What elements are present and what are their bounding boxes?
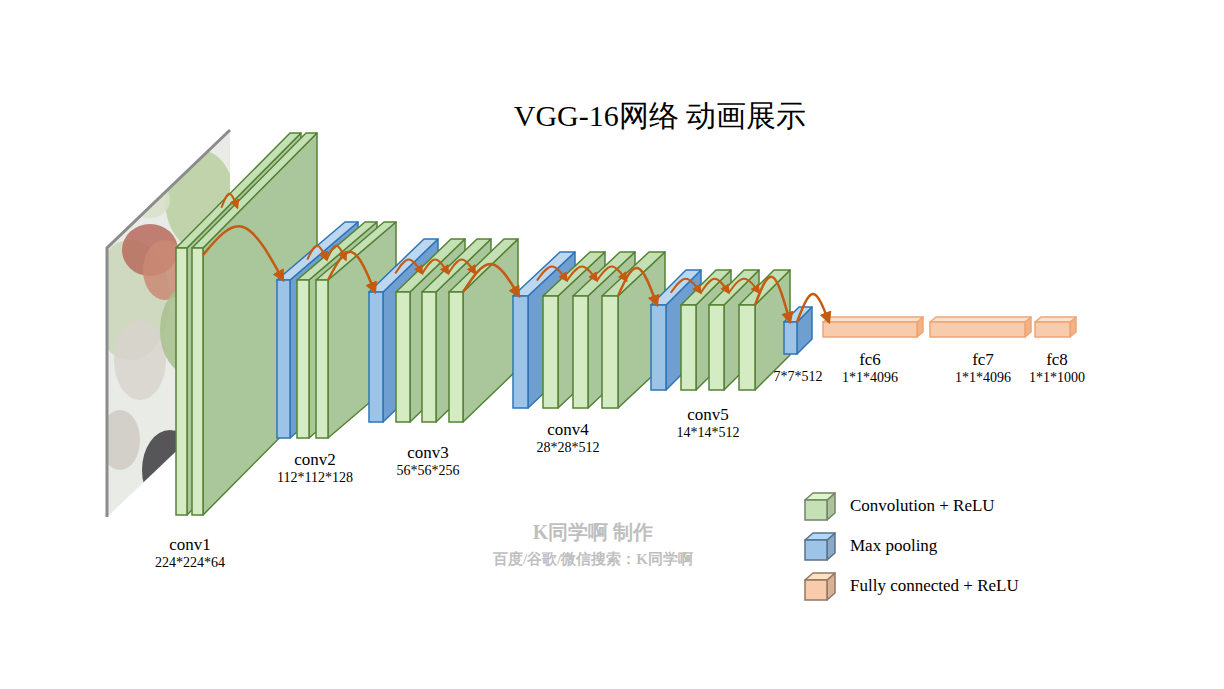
legend-swatch bbox=[802, 490, 838, 522]
fc-layer: fc71*1*4096 bbox=[930, 322, 1025, 337]
layer-slab bbox=[651, 270, 701, 390]
legend-swatch bbox=[802, 570, 838, 602]
legend: Convolution + ReLU Max poolingFully conne… bbox=[802, 486, 1019, 606]
fc-layer: fc81*1*1000 bbox=[1035, 322, 1070, 337]
layer-size: 56*56*256 bbox=[397, 463, 460, 480]
flow-arrow bbox=[463, 264, 519, 296]
fc-layer: fc61*1*4096 bbox=[823, 322, 917, 337]
legend-row: Fully connected + ReLU bbox=[802, 566, 1019, 606]
layer-size: 7*7*512 bbox=[774, 369, 823, 386]
layer-size: 28*28*512 bbox=[537, 440, 600, 457]
layer-name: fc8 bbox=[1029, 350, 1085, 370]
flow-arrow bbox=[797, 294, 829, 322]
layer-caption: conv356*56*256 bbox=[397, 443, 460, 480]
layer-caption: conv428*28*512 bbox=[537, 420, 600, 457]
diagram-title: VGG-16网络 动画展示 bbox=[514, 96, 807, 137]
legend-row: Max pooling bbox=[802, 526, 1019, 566]
layer-stack bbox=[176, 133, 1076, 515]
layer-caption: fc61*1*4096 bbox=[842, 350, 898, 387]
pool-block: 7*7*512 bbox=[784, 322, 797, 354]
flow-arrow bbox=[307, 246, 327, 260]
layer-slab bbox=[602, 252, 665, 408]
flow-arrow bbox=[729, 279, 760, 293]
layer-slab bbox=[805, 533, 835, 560]
layer-caption: conv2112*112*128 bbox=[277, 450, 353, 487]
flow-arrow bbox=[618, 268, 657, 305]
layer-name: conv4 bbox=[537, 420, 600, 440]
layer-slab bbox=[823, 317, 923, 337]
layer-slab bbox=[930, 317, 1031, 337]
layer-size: 224*224*64 bbox=[155, 555, 225, 572]
flow-arrow bbox=[567, 267, 597, 281]
layer-slab bbox=[709, 270, 759, 390]
conv-block: conv1224*224*64 bbox=[176, 248, 203, 515]
watermark: 百度/谷歌/微信搜索：K同学啊 bbox=[493, 550, 693, 569]
flow-arrow bbox=[537, 267, 567, 281]
legend-row: Convolution + ReLU bbox=[802, 486, 1019, 526]
layer-size: 112*112*128 bbox=[277, 470, 353, 487]
layer-slab bbox=[805, 493, 835, 520]
flow-arrows bbox=[221, 194, 759, 293]
layer-caption: fc71*1*4096 bbox=[955, 350, 1011, 387]
flow-arrow bbox=[395, 259, 422, 273]
layer-size: 1*1*1000 bbox=[1029, 370, 1085, 387]
layer-slab bbox=[681, 270, 731, 390]
flow-arrow bbox=[448, 259, 475, 273]
layer-caption: fc81*1*1000 bbox=[1029, 350, 1085, 387]
flow-arrow bbox=[597, 267, 627, 281]
layer-caption: 7*7*512 bbox=[774, 369, 823, 386]
legend-text: Max pooling bbox=[850, 536, 937, 556]
layer-name: fc7 bbox=[955, 350, 1011, 370]
flow-arrow bbox=[221, 194, 237, 208]
layer-size: 1*1*4096 bbox=[955, 370, 1011, 387]
layer-caption: conv514*14*512 bbox=[677, 405, 740, 442]
layer-size: 14*14*512 bbox=[677, 425, 740, 442]
conv-block: conv2112*112*128 bbox=[277, 280, 328, 438]
flow-arrow bbox=[755, 277, 790, 322]
flow-arrow bbox=[701, 279, 729, 293]
layer-caption: conv1224*224*64 bbox=[155, 535, 225, 572]
layer-name: conv2 bbox=[277, 450, 353, 470]
flow-arrow bbox=[203, 226, 283, 280]
legend-text: Fully connected + ReLU bbox=[850, 576, 1019, 596]
watermark: K同学啊 制作 bbox=[533, 519, 654, 546]
flow-arrow bbox=[422, 259, 448, 273]
layer-name: fc6 bbox=[842, 350, 898, 370]
flow-arrow bbox=[328, 252, 375, 292]
legend-text: Convolution + ReLU bbox=[850, 496, 995, 516]
legend-swatch bbox=[802, 530, 838, 562]
layer-slab bbox=[1035, 317, 1076, 337]
conv-block: conv428*28*512 bbox=[513, 296, 618, 408]
layer-name: conv5 bbox=[677, 405, 740, 425]
conv-block: conv356*56*256 bbox=[369, 292, 463, 422]
layer-name: conv3 bbox=[397, 443, 460, 463]
layer-slab bbox=[805, 573, 835, 600]
conv-block: conv514*14*512 bbox=[651, 305, 755, 390]
layer-slab bbox=[449, 239, 518, 422]
layer-size: 1*1*4096 bbox=[842, 370, 898, 387]
flow-arrow bbox=[671, 279, 701, 293]
layer-name: conv1 bbox=[155, 535, 225, 555]
